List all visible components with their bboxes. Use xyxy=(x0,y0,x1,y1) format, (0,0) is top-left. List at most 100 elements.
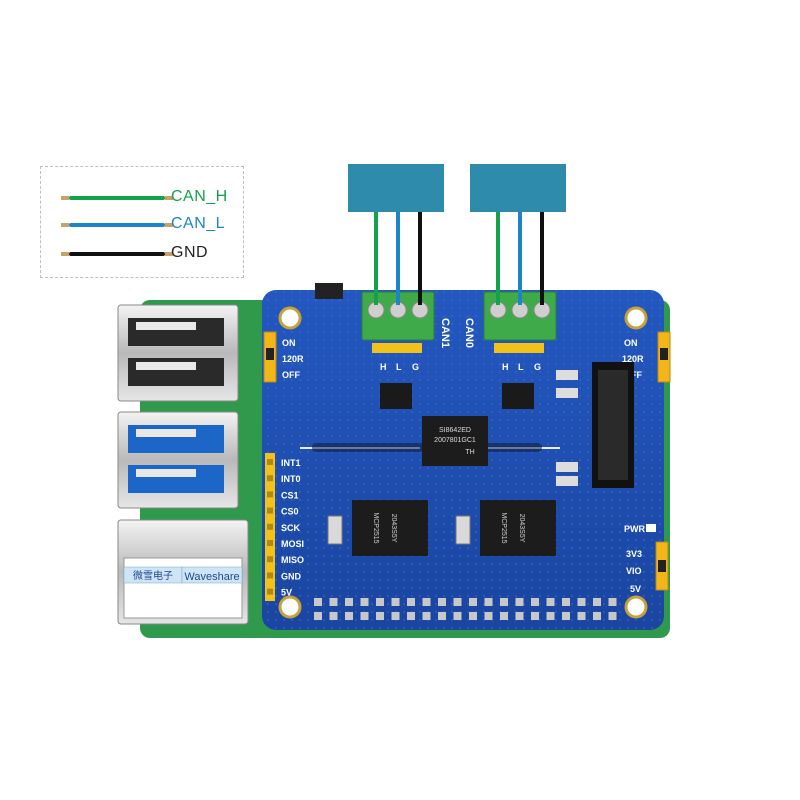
gpio-pin xyxy=(345,612,353,620)
pin-label: CS1 xyxy=(281,490,299,500)
gpio-pin xyxy=(515,612,524,620)
gpio-pin xyxy=(314,612,322,620)
mounting-hole xyxy=(278,595,302,619)
gpio-pin xyxy=(500,598,508,606)
gpio-pin xyxy=(438,598,446,606)
controller-left-line1: MCP2515 xyxy=(372,512,379,543)
can-device-1 xyxy=(348,164,444,305)
gpio-pin xyxy=(577,598,586,606)
usb2-port xyxy=(117,304,239,402)
gpio-pin xyxy=(438,612,446,620)
gpio-pin xyxy=(407,598,415,606)
pin-label: GND xyxy=(281,571,302,581)
can1-label: CAN1 xyxy=(439,318,451,348)
mounting-hole xyxy=(278,306,302,330)
gpio-pin xyxy=(314,598,322,606)
wire-legend: CAN_H CAN_L GND xyxy=(40,166,244,278)
gpio-pin xyxy=(453,612,462,620)
jumper-right-120r: 120R xyxy=(622,354,644,364)
v5-label: 5V xyxy=(630,584,641,594)
terminal-block-can1: H L G CAN1 xyxy=(361,291,451,372)
gpio-pin xyxy=(329,598,338,606)
gpio-pin xyxy=(469,598,477,606)
pwr-label: PWR xyxy=(624,524,645,534)
pin-label: SCK xyxy=(281,523,301,533)
power-jumper: PWR 3V3 VIO 5V xyxy=(624,524,669,594)
header-pin xyxy=(267,459,273,465)
pin-label: CS0 xyxy=(281,507,299,517)
gpio-pin xyxy=(531,598,539,606)
header-pin xyxy=(267,475,273,482)
jumper-left-off: OFF xyxy=(282,370,300,380)
controller-chip-right: MCP2515 2043S5Y xyxy=(480,500,556,556)
header-pin xyxy=(267,540,273,546)
v3v3-label: 3V3 xyxy=(626,549,642,559)
gpio-pin xyxy=(577,612,586,620)
jumper-left: ON 120R OFF xyxy=(263,331,304,383)
can0-pin-h: H xyxy=(502,362,509,372)
gpio-header xyxy=(314,598,617,620)
legend-item-gnd: GND xyxy=(59,243,239,263)
usb3-port xyxy=(117,411,239,509)
gpio-pin xyxy=(329,612,338,620)
legend-item-can-h: CAN_H xyxy=(59,187,239,207)
gpio-pin xyxy=(608,612,617,620)
ethernet-port: 微雪电子 Waveshare xyxy=(117,519,249,625)
crystal xyxy=(455,515,471,545)
transceiver-chip-can1 xyxy=(380,383,412,409)
controller-chip-left: MCP2515 2043S5Y xyxy=(352,500,428,556)
controller-left-line2: 2043S5Y xyxy=(390,514,397,543)
transceiver-chip-can0 xyxy=(502,383,534,409)
jumper-right-on: ON xyxy=(624,338,638,348)
gpio-pin xyxy=(422,612,431,620)
header-pin xyxy=(267,491,273,498)
jumper-left-120r: 120R xyxy=(282,354,304,364)
isolator-chip: SI8642ED 2007801GC1 TH xyxy=(422,416,488,466)
gpio-pin xyxy=(360,598,369,606)
gpio-pin xyxy=(345,598,353,606)
pi-label-chinese: 微雪电子 xyxy=(133,569,173,582)
terminal-block-can0: H L G CAN0 xyxy=(463,291,557,372)
pin-label: MOSI xyxy=(281,539,304,549)
pin-label: 5V xyxy=(281,588,292,598)
gpio-pin xyxy=(469,612,477,620)
can-l-wire xyxy=(61,223,173,227)
can1-pin-l: L xyxy=(396,362,402,372)
pwr-led xyxy=(646,524,656,532)
pin-label: INT0 xyxy=(281,474,301,484)
vio-label: VIO xyxy=(626,566,642,576)
controller-right-line1: MCP2515 xyxy=(500,512,507,543)
gpio-pin xyxy=(391,598,400,606)
gpio-pin xyxy=(484,598,493,606)
gpio-pin xyxy=(360,612,369,620)
gpio-pin xyxy=(453,598,462,606)
can0-pin-g: G xyxy=(534,362,541,372)
crystal xyxy=(327,515,343,545)
left-pin-header xyxy=(265,453,275,601)
gpio-pin xyxy=(484,612,493,620)
isolator-line1: SI8642ED xyxy=(439,427,471,434)
can0-pin-l: L xyxy=(518,362,524,372)
gpio-pin xyxy=(376,612,384,620)
gpio-pin xyxy=(515,598,524,606)
gpio-pin xyxy=(562,598,570,606)
mounting-hole xyxy=(624,595,648,619)
legend-label: CAN_H xyxy=(171,188,228,205)
gpio-pin xyxy=(546,612,555,620)
pin-label: INT1 xyxy=(281,458,301,468)
header-pin xyxy=(267,556,273,563)
gpio-pin xyxy=(391,612,400,620)
gnd-wire xyxy=(61,252,173,256)
gpio-pin xyxy=(593,612,601,620)
gpio-pin xyxy=(546,598,555,606)
gpio-pin xyxy=(376,598,384,606)
gpio-pin xyxy=(500,612,508,620)
gpio-pin xyxy=(407,612,415,620)
mounting-hole xyxy=(624,306,648,330)
can1-pin-g: G xyxy=(412,362,419,372)
can1-pin-h: H xyxy=(380,362,387,372)
header-pin xyxy=(267,507,273,514)
status-leds xyxy=(556,370,578,486)
pi-label-brand: Waveshare xyxy=(184,571,239,583)
